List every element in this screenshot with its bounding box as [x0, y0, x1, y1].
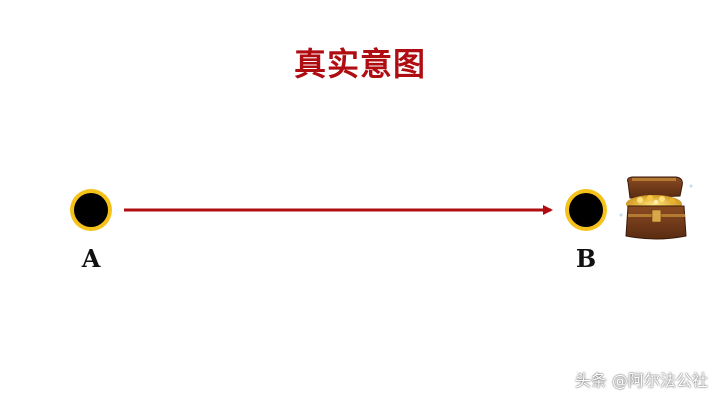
point-a	[70, 189, 112, 231]
point-a-label: A	[81, 244, 101, 273]
treasure-chest-icon	[619, 176, 693, 240]
point-b-label: B	[575, 244, 597, 273]
watermark: 头条 @阿尔法公社	[574, 371, 708, 390]
point-b	[565, 189, 607, 231]
slide-title: 真实意图	[293, 45, 426, 83]
